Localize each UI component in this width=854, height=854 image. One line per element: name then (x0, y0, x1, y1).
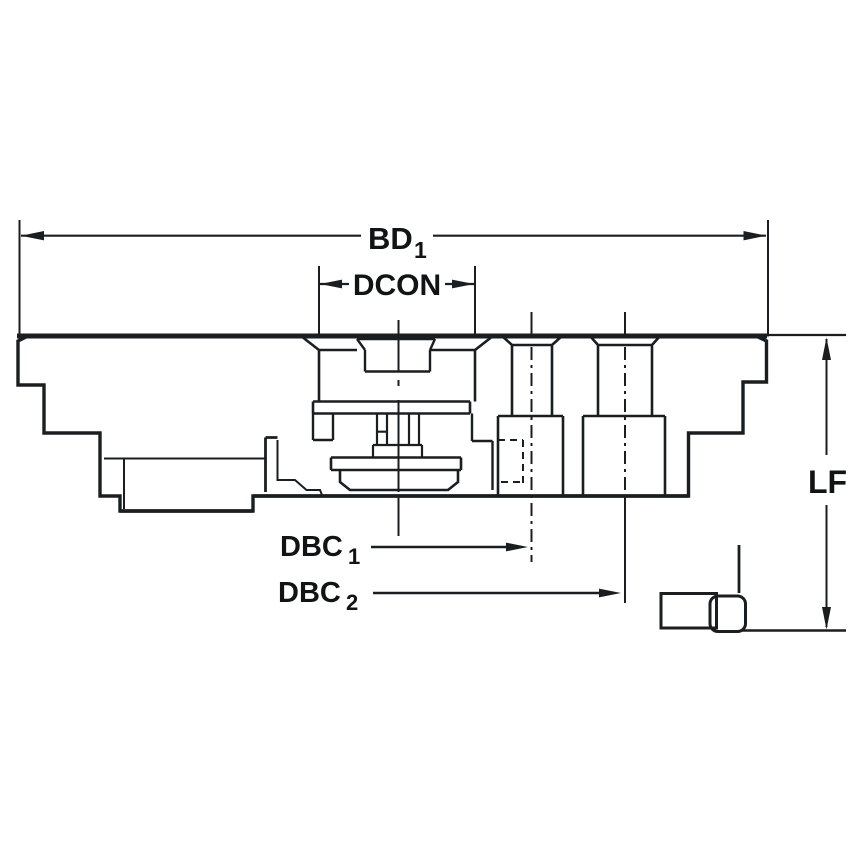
lf-dimension: LF (742, 333, 847, 632)
insert-holder (659, 592, 718, 630)
dcon-arrow-left-icon (320, 279, 342, 289)
dbc2-arrow-icon (599, 588, 621, 598)
boss2-lines (581, 335, 667, 496)
body-outline (16, 333, 769, 513)
seat-detail-lines (264, 436, 278, 492)
dbc1-label-subscript: 1 (348, 544, 360, 569)
dcon-extension-lines (318, 266, 476, 335)
dbc1-dimension: DBC 1 (280, 531, 528, 569)
lf-label: LF (808, 464, 847, 500)
dcon-dimension: DCON (318, 266, 476, 335)
under-flange-lines (311, 413, 494, 490)
body-bottom-edge (120, 494, 689, 513)
washer-plate-lines (329, 456, 463, 472)
bd1-dimension: BD 1 (18, 220, 769, 337)
dbc1-arrow-icon (506, 542, 528, 552)
bd1-extension-lines (18, 220, 769, 337)
screw-recess-lines (356, 337, 437, 373)
insert (708, 594, 747, 633)
left-pocket-lines (104, 457, 266, 509)
bd1-label-subscript: 1 (414, 237, 427, 263)
dcon-label: DCON (353, 269, 441, 302)
hidden-line-dashes (498, 439, 524, 488)
insert-assembly (659, 545, 747, 633)
dbc2-label: DBC (278, 577, 341, 609)
lf-arrow-down-icon (822, 607, 831, 630)
bd1-arrow-right-icon (743, 231, 767, 241)
bd1-arrow-left-icon (21, 231, 44, 241)
seat-detail-thin (276, 440, 323, 496)
dbc1-label: DBC (280, 531, 343, 563)
boss1-lines (496, 335, 565, 496)
cutter-body (16, 312, 769, 603)
dcon-pocket-lines (300, 334, 494, 402)
dbc2-label-subscript: 2 (346, 590, 358, 615)
dbc2-dimension: DBC 2 (278, 577, 621, 615)
flange-lines (311, 400, 472, 415)
bd1-label: BD (368, 221, 413, 256)
boss-centerlines (530, 347, 626, 562)
centerline-ticks (397, 312, 626, 603)
lf-arrow-up-icon (822, 337, 831, 360)
dcon-arrow-right-icon (452, 279, 474, 289)
